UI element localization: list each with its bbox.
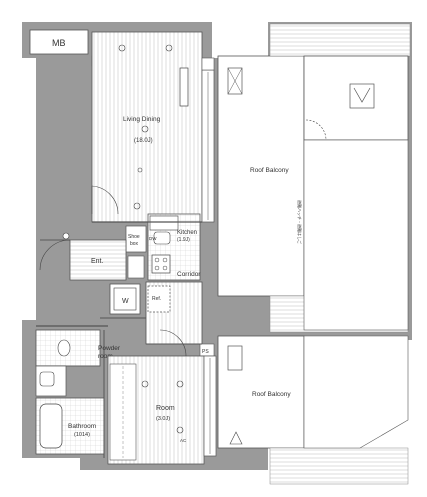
room-label: Room <box>156 405 175 412</box>
living-label: Living Dining <box>123 116 161 123</box>
outlet-icon <box>137 167 143 173</box>
ceiling-light-icon <box>165 44 173 52</box>
vanity <box>35 365 67 397</box>
ps-mid-label: PS <box>202 349 209 355</box>
wash-area: W <box>109 283 141 315</box>
powder-label: Powder <box>98 345 121 352</box>
entrance: Ent. <box>39 232 127 281</box>
ceiling-light-icon <box>141 125 149 133</box>
kitchen: Kitchen (1.9J) DW <box>147 213 201 281</box>
roof-balcony-top: Roof Balcony 避難ハッチ・避難はしご <box>217 23 411 333</box>
balcony-right-area <box>303 139 409 331</box>
wash-label: W <box>122 298 129 305</box>
window-strip-bedroom <box>203 355 217 457</box>
powder-room: Powder room <box>35 329 121 367</box>
kitchen-size: (1.9J) <box>177 237 190 243</box>
roof-balcony-top-label: Roof Balcony <box>250 167 289 174</box>
corridor-label: Corridor <box>177 271 201 278</box>
living-size: (18.0J) <box>134 138 153 144</box>
door-swing <box>159 329 187 357</box>
mb-label: MB <box>52 38 66 48</box>
room-size: (3.0J) <box>156 416 170 422</box>
bathroom: Bathroom (1014) <box>35 397 105 455</box>
shoe-box: Shoe box <box>125 225 147 279</box>
living-dining: Living Dining (18.0J) <box>91 31 203 223</box>
stove-icon <box>151 254 171 274</box>
roof-balcony-bottom-label: Roof Balcony <box>252 391 291 398</box>
sink-icon <box>153 231 171 245</box>
entry-door-swing <box>39 239 71 271</box>
roof-balcony-bottom: Roof Balcony <box>217 335 409 485</box>
window-strip <box>201 57 215 223</box>
ps-mid: PS <box>199 343 215 357</box>
refrigerator-space: Ref. <box>147 285 171 313</box>
tv-board <box>179 67 189 107</box>
interior-walls <box>36 221 202 458</box>
outdoor-unit-icon <box>227 345 243 371</box>
kitchen-label: Kitchen <box>177 230 197 236</box>
bathroom-size: (1014) <box>74 432 90 438</box>
wash-basin-icon <box>39 371 55 387</box>
bedroom: Room (3.0J) AC <box>107 329 205 465</box>
toilet-icon <box>57 339 71 357</box>
ceiling-light-icon <box>141 380 149 388</box>
shoe-label-2: box <box>130 241 139 247</box>
drain-icon <box>229 431 243 445</box>
ref-label: Ref. <box>152 296 161 302</box>
ent-label: Ent. <box>91 258 104 265</box>
mb-closet: MB <box>29 29 89 55</box>
powder-label-2: room <box>98 353 113 360</box>
bathroom-label: Bathroom <box>68 423 96 430</box>
ceiling-light-icon <box>176 426 184 434</box>
balcony-door-swing <box>305 119 327 141</box>
ceiling-light-icon <box>133 202 141 210</box>
ceiling-light-icon <box>118 44 126 52</box>
rail-note: 避難ハッチ・避難はしご <box>297 200 303 244</box>
ac-label: AC <box>180 438 187 443</box>
hatch-icon <box>349 83 375 109</box>
kitchen-counter <box>149 215 179 231</box>
shoe-label: Shoe <box>128 234 140 240</box>
door-swing <box>91 185 119 215</box>
washer-icon <box>113 287 137 311</box>
bathtub-icon <box>39 403 63 449</box>
wall-left <box>36 56 92 326</box>
ceiling-light-icon <box>176 380 184 388</box>
dw-label: DW <box>149 236 157 241</box>
doorbell-icon <box>62 232 70 240</box>
